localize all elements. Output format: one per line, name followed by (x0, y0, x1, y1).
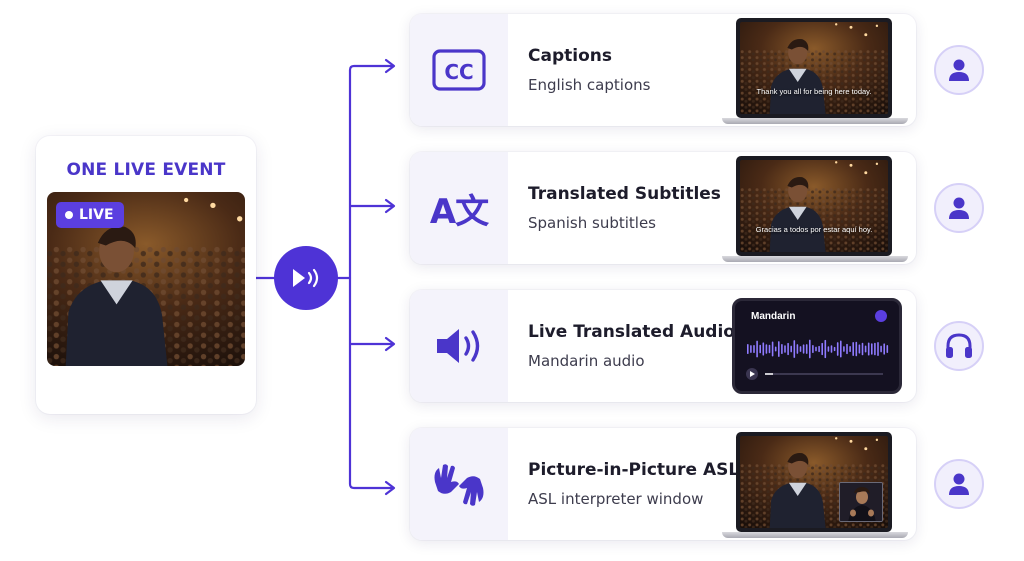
row-title: Live Translated Audio (528, 322, 735, 342)
audio-waveform (747, 339, 889, 359)
speaker-scene-image (740, 22, 888, 114)
interpreter-image (840, 483, 882, 521)
live-badge-label: LIVE (79, 207, 114, 223)
phone-audio-preview: Mandarin (732, 298, 902, 394)
row-title: Captions (528, 46, 612, 66)
live-dot-icon (65, 211, 73, 219)
output-row-live-translated-audio[interactable]: Live Translated Audio Mandarin audio Man… (410, 290, 916, 402)
icon-cell: CC (410, 14, 508, 126)
row-subtitle: Spanish subtitles (528, 214, 656, 232)
row-title: Picture-in-Picture ASL (528, 460, 740, 480)
recipient-headphones[interactable] (934, 321, 984, 371)
asl-interpreter-window (839, 482, 883, 522)
icon-cell (410, 290, 508, 402)
output-row-captions[interactable]: CC Captions English captions Thank you a… (410, 14, 916, 126)
output-row-translated-subtitles[interactable]: A文 Translated Subtitles Spanish subtitle… (410, 152, 916, 264)
source-title: ONE LIVE EVENT (66, 160, 226, 180)
sign-language-hands-icon (434, 464, 484, 506)
row-subtitle: English captions (528, 76, 651, 94)
output-row-pip-asl[interactable]: Picture-in-Picture ASL ASL interpreter w… (410, 428, 916, 540)
closed-captions-icon: CC (432, 49, 486, 91)
translate-icon: A文 (429, 191, 489, 232)
user-icon (949, 197, 969, 219)
svg-text:CC: CC (444, 60, 473, 84)
caption-text: Gracias a todos por estar aquí hoy. (755, 225, 873, 234)
live-video-preview[interactable]: LIVE (47, 192, 245, 366)
play-audio-icon (293, 268, 319, 288)
icon-cell (410, 428, 508, 540)
recipient-user-2[interactable] (934, 183, 984, 233)
row-subtitle: ASL interpreter window (528, 490, 704, 508)
headphones-icon (946, 333, 972, 358)
recipient-user-1[interactable] (934, 45, 984, 95)
laptop-preview: Thank you all for being here today. (720, 18, 910, 124)
source-card: ONE LIVE EVENT LIVE (36, 136, 256, 414)
phone-title: Mandarin (751, 311, 796, 322)
user-icon (949, 59, 969, 81)
row-title: Translated Subtitles (528, 184, 721, 204)
play-audio-hub[interactable] (274, 246, 338, 310)
laptop-preview (720, 432, 910, 538)
audio-progress-bar (746, 368, 883, 380)
live-badge: LIVE (56, 202, 124, 228)
user-icon (949, 473, 969, 495)
laptop-preview: Gracias a todos por estar aquí hoy. (720, 156, 910, 262)
caption-text: Thank you all for being here today. (756, 87, 872, 96)
row-subtitle: Mandarin audio (528, 352, 645, 370)
recipient-user-3[interactable] (934, 459, 984, 509)
icon-cell: A文 (410, 152, 508, 264)
speaker-scene-image (740, 160, 888, 252)
chevron-icon (875, 310, 887, 322)
speaker-icon (437, 329, 480, 363)
